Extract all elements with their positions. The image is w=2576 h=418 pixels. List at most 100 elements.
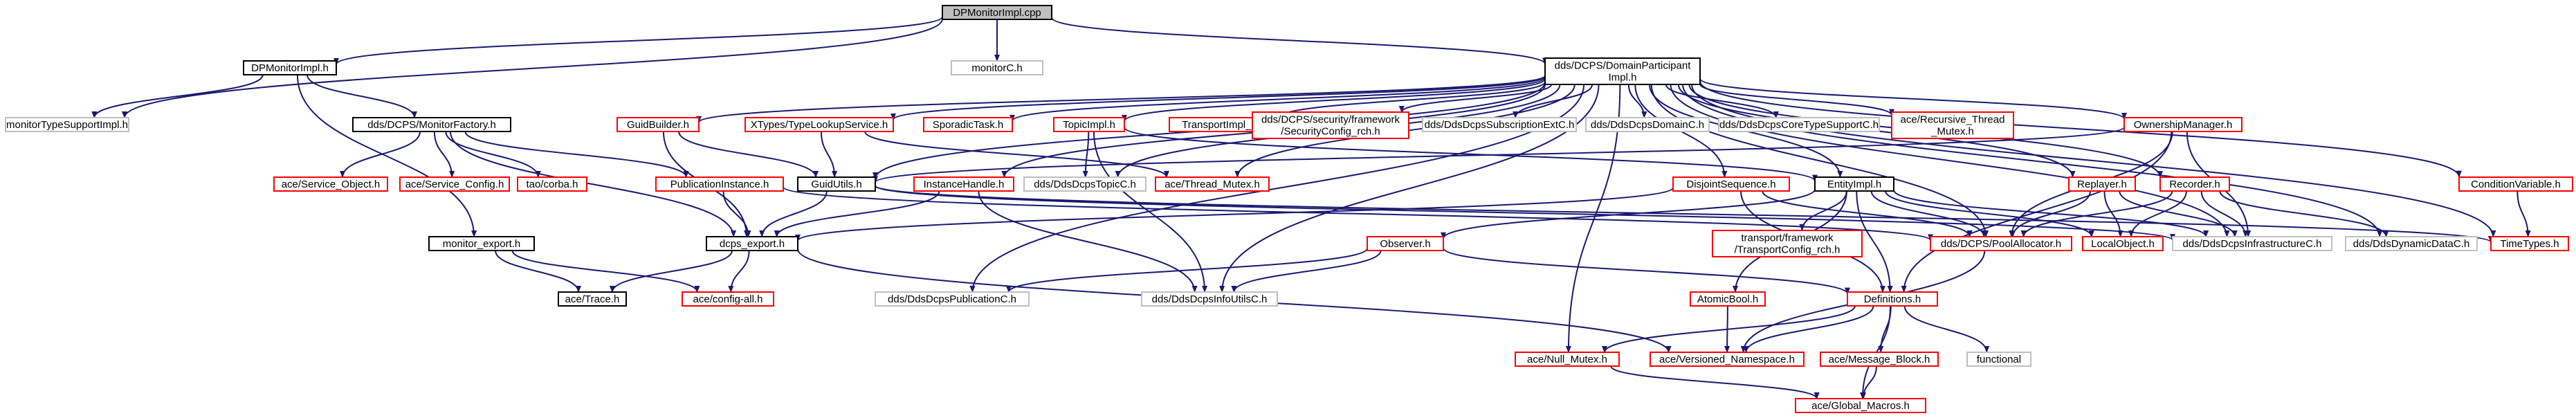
node-instancehandle[interactable]: InstanceHandle.h: [913, 176, 1014, 192]
node-poolallocator[interactable]: dds/DCPS/PoolAllocator.h: [1930, 236, 2072, 251]
edge-domainparticipant-to-guidbuilder: [696, 75, 1546, 123]
node-box-monitor_export: [428, 236, 535, 251]
edge-instancehandle-to-infoutilsc: [978, 190, 1198, 293]
node-recursive_mutex[interactable]: ace/Recursive_Thread_Mutex.h: [1891, 111, 2014, 139]
node-dpmonitorimpl_h[interactable]: DPMonitorImpl.h: [243, 60, 337, 75]
node-thread_mutex[interactable]: ace/Thread_Mutex.h: [1155, 176, 1270, 192]
edge-root-to-monitorTypeSupport: [122, 19, 943, 118]
edge-definitions-to-ace_message_block: [1878, 305, 1892, 353]
node-atomicbool[interactable]: AtomicBool.h: [1690, 291, 1766, 307]
node-tao_corba[interactable]: tao/corba.h: [517, 176, 587, 192]
node-ace_trace[interactable]: ace/Trace.h: [558, 291, 627, 307]
node-dcps_export[interactable]: dcps_export.h: [706, 236, 798, 251]
edge-entityimpl-to-localobject: [1885, 190, 2094, 237]
node-typelookup[interactable]: XTypes/TypeLookupService.h: [745, 117, 894, 132]
node-versioned_namespace[interactable]: ace/Versioned_Namespace.h: [1650, 352, 1805, 367]
node-ace_null_mutex[interactable]: ace/Null_Mutex.h: [1515, 352, 1620, 367]
node-label-recursive_mutex-0: ace/Recursive_Thread: [1901, 114, 2005, 126]
node-coretypesupport: dds/DdsDcpsCoreTypeSupportC.h: [1718, 117, 1880, 132]
node-box-ownershipmanager: [2123, 117, 2242, 132]
node-box-guidbuilder: [616, 117, 700, 132]
node-functional: functional: [1966, 352, 2031, 367]
node-box-definitions: [1847, 291, 1938, 307]
node-entityimpl[interactable]: EntityImpl.h: [1814, 176, 1894, 192]
node-ace_service_object[interactable]: ace/Service_Object.h: [273, 176, 388, 192]
edge-recorder-to-localobject: [2128, 190, 2187, 237]
node-label-transportimpl_rch-0: TransportImpl_rch.h: [1182, 119, 1275, 131]
node-ownershipmanager[interactable]: OwnershipManager.h: [2123, 117, 2242, 132]
node-localobject[interactable]: LocalObject.h: [2082, 236, 2164, 251]
node-box-conditionvariable: [2458, 176, 2573, 192]
edge-domainparticipant-to-transportimpl_rch: [1277, 81, 1546, 118]
edge-guidutils-to-infrastructurec: [875, 185, 2175, 242]
node-monitor_export[interactable]: monitor_export.h: [428, 236, 535, 251]
node-label-publicationinstance-0: PublicationInstance.h: [670, 179, 769, 190]
node-box-publicationc: [875, 291, 1030, 307]
node-label-domainc-0: dds/DdsDcpsDomainC.h: [1591, 119, 1704, 131]
node-sporadictask[interactable]: SporadicTask.h: [923, 117, 1013, 132]
node-box-monitorC: [951, 60, 1043, 75]
edge-disjointsequence-to-dcps_export: [795, 187, 1674, 242]
edge-typelookup-to-guidutils: [820, 131, 838, 178]
node-box-monitorfactory: [352, 117, 511, 132]
node-ace_service_config[interactable]: ace/Service_Config.h: [399, 176, 510, 192]
node-guidbuilder[interactable]: GuidBuilder.h: [616, 117, 700, 132]
node-label-tao_corba-0: tao/corba.h: [526, 179, 578, 190]
node-transportconfig_rch[interactable]: transport/framework/TransportConfig_rch.…: [1712, 230, 1863, 257]
node-box-dynamicdatac: [2345, 236, 2478, 251]
node-ace_config_all[interactable]: ace/config-all.h: [682, 291, 774, 307]
edge-ace_message_block-to-ace_global_macros: [1861, 365, 1877, 399]
node-ace_message_block[interactable]: ace/Message_Block.h: [1820, 352, 1939, 367]
node-box-instancehandle: [913, 176, 1014, 192]
node-label-versioned_namespace-0: ace/Versioned_Namespace.h: [1659, 354, 1795, 365]
edge-monitor_export-to-ace_trace: [495, 250, 581, 293]
node-box-transportconfig_rch: [1712, 230, 1863, 257]
edge-monitorfactory-to-ace_service_object: [340, 131, 421, 178]
node-box-thread_mutex: [1155, 176, 1270, 192]
edge-dcps_export-to-ace_trace: [609, 250, 733, 293]
node-topicimpl[interactable]: TopicImpl.h: [1053, 117, 1125, 132]
node-guidutils[interactable]: GuidUtils.h: [797, 176, 876, 192]
node-recorder[interactable]: Recorder.h: [2159, 176, 2230, 192]
node-observer[interactable]: Observer.h: [1367, 236, 1444, 251]
node-label-recorder-0: Recorder.h: [2169, 179, 2220, 190]
node-ace_global_macros[interactable]: ace/Global_Macros.h: [1795, 398, 1926, 413]
node-label-replayer-0: Replayer.h: [2077, 179, 2127, 190]
node-label-guidbuilder-0: GuidBuilder.h: [627, 119, 689, 131]
node-replayer[interactable]: Replayer.h: [2068, 176, 2136, 192]
node-timetypes[interactable]: TimeTypes.h: [2490, 236, 2569, 251]
node-box-infoutilsc: [1141, 291, 1278, 307]
node-box-replayer: [2068, 176, 2136, 192]
node-label-ace_config_all-0: ace/config-all.h: [693, 293, 763, 305]
edge-domainparticipant-to-ownershipmanager: [1699, 78, 2127, 120]
node-definitions[interactable]: Definitions.h: [1847, 291, 1938, 307]
node-box-dcps_export: [706, 236, 798, 251]
node-box-versioned_namespace: [1650, 352, 1805, 367]
node-label-transportconfig_rch-0: transport/framework: [1741, 233, 1834, 244]
node-label-ace_global_macros-0: ace/Global_Macros.h: [1811, 400, 1910, 412]
edge-guidbuilder-to-guidutils: [678, 131, 819, 178]
node-label-ace_service_config-0: ace/Service_Config.h: [405, 179, 504, 190]
node-label-ownershipmanager-0: OwnershipManager.h: [2134, 119, 2233, 131]
node-label-guidutils-0: GuidUtils.h: [811, 179, 861, 190]
node-disjointsequence[interactable]: DisjointSequence.h: [1672, 176, 1790, 192]
node-label-thread_mutex-0: ace/Thread_Mutex.h: [1164, 179, 1260, 190]
node-label-publicationc-0: dds/DdsDcpsPublicationC.h: [888, 293, 1016, 305]
edge-entityimpl-to-observer: [1441, 189, 1816, 239]
node-box-poolallocator: [1930, 236, 2072, 251]
edge-ownershipmanager-to-guidutils: [873, 126, 2125, 183]
node-secconfig_rch[interactable]: dds/DCPS/security/framework/SecurityConf…: [1252, 111, 1409, 139]
edge-entityimpl-to-poolallocator: [1870, 190, 1987, 237]
edge-topicimpl-to-infoutilsc: [1093, 131, 1208, 293]
node-conditionvariable[interactable]: ConditionVariable.h: [2458, 176, 2573, 192]
node-root[interactable]: DPMonitorImpl.cpp: [942, 5, 1052, 20]
node-monitorfactory[interactable]: dds/DCPS/MonitorFactory.h: [352, 117, 511, 132]
node-publicationinstance[interactable]: PublicationInstance.h: [655, 176, 784, 192]
node-label-root-0: DPMonitorImpl.cpp: [953, 7, 1041, 19]
node-box-ace_service_object: [273, 176, 388, 192]
edge-replayer-to-infrastructurec: [2119, 190, 2238, 237]
node-label-ace_message_block-0: ace/Message_Block.h: [1829, 354, 1930, 365]
node-label-dynamicdatac-0: dds/DdsDynamicDataC.h: [2353, 238, 2469, 250]
node-box-atomicbool: [1690, 291, 1766, 307]
